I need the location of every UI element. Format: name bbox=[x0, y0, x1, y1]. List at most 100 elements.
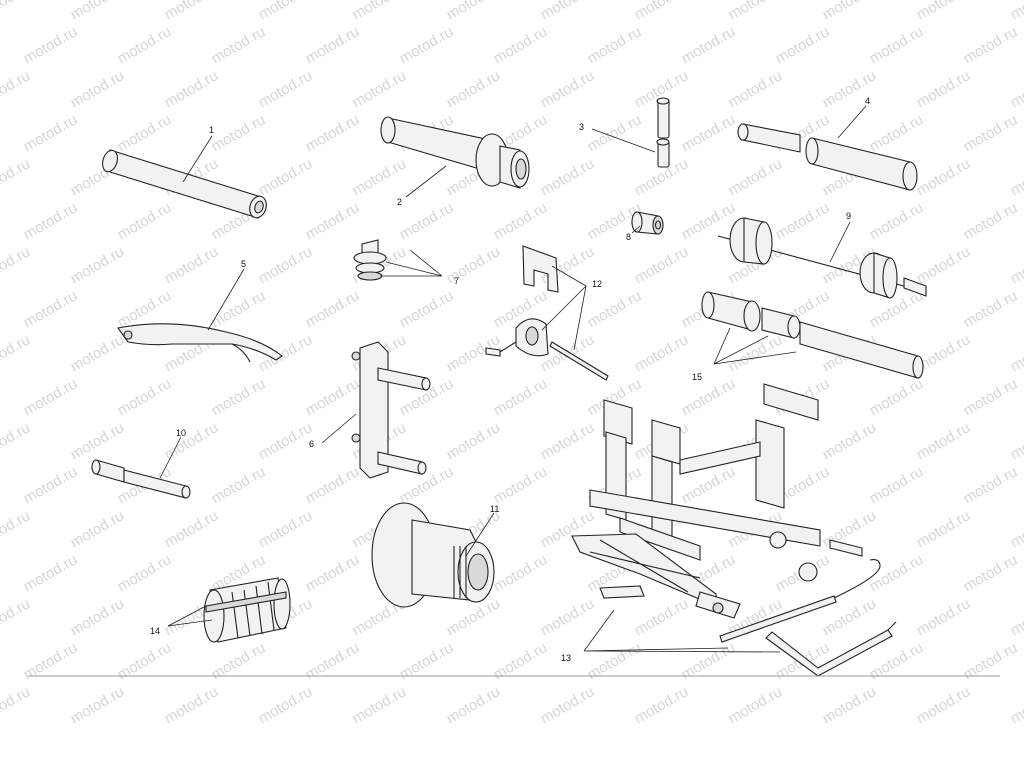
watermark-text: motod.ru bbox=[162, 243, 222, 287]
watermark-text: motod.ru bbox=[867, 639, 927, 683]
watermark-text: motod.ru bbox=[961, 287, 1021, 331]
callout-14: 14 bbox=[150, 626, 160, 636]
watermark-text: motod.ru bbox=[21, 639, 81, 683]
watermark-text: motod.ru bbox=[209, 111, 269, 155]
watermark-text: motod.ru bbox=[444, 683, 504, 727]
callout-9: 9 bbox=[846, 211, 851, 221]
watermark-text: motod.ru bbox=[115, 375, 175, 419]
watermark-text: motod.ru bbox=[397, 639, 457, 683]
part-8-small-sleeve bbox=[631, 211, 664, 235]
callout-1: 1 bbox=[209, 125, 214, 135]
callout-12: 12 bbox=[592, 279, 602, 289]
watermark-text: motod.ru bbox=[914, 243, 974, 287]
watermark-text: motod.ru bbox=[820, 419, 880, 463]
part-14-split-bushing bbox=[203, 577, 291, 643]
watermark-text: motod.ru bbox=[679, 23, 739, 67]
watermark-text: motod.ru bbox=[444, 419, 504, 463]
watermark-text: motod.ru bbox=[0, 419, 33, 463]
watermark-text: motod.ru bbox=[1008, 507, 1024, 551]
watermark-text: motod.ru bbox=[1008, 419, 1024, 463]
watermark-text: motod.ru bbox=[961, 551, 1021, 595]
watermark-text: motod.ru bbox=[162, 507, 222, 551]
watermark-text: motod.ru bbox=[1008, 595, 1024, 639]
watermark-text: motod.ru bbox=[115, 199, 175, 243]
watermark-text: motod.ru bbox=[444, 67, 504, 111]
callout-5: 5 bbox=[241, 259, 246, 269]
part-2-sleeve bbox=[380, 116, 530, 189]
watermark-text: motod.ru bbox=[585, 287, 645, 331]
watermark-text: motod.ru bbox=[773, 23, 833, 67]
watermark-text: motod.ru bbox=[397, 23, 457, 67]
watermark-text: motod.ru bbox=[162, 0, 222, 23]
watermark-text: motod.ru bbox=[68, 683, 128, 727]
watermark-text: motod.ru bbox=[491, 463, 551, 507]
callout-13: 13 bbox=[561, 653, 571, 663]
watermark-text: motod.ru bbox=[491, 639, 551, 683]
watermark-text: motod.ru bbox=[867, 111, 927, 155]
watermark-text: motod.ru bbox=[632, 331, 692, 375]
watermark-text: motod.ru bbox=[21, 551, 81, 595]
watermark-text: motod.ru bbox=[585, 111, 645, 155]
watermark-text: motod.ru bbox=[538, 155, 598, 199]
watermark-text: motod.ru bbox=[0, 507, 33, 551]
watermark-text: motod.ru bbox=[68, 0, 128, 23]
watermark-text: motod.ru bbox=[961, 199, 1021, 243]
part-6-plate-with-rods bbox=[351, 341, 431, 479]
watermark-text: motod.ru bbox=[115, 23, 175, 67]
watermark-text: motod.ru bbox=[1008, 0, 1024, 23]
watermark-text: motod.ru bbox=[538, 683, 598, 727]
watermark-text: motod.ru bbox=[914, 155, 974, 199]
watermark-text: motod.ru bbox=[397, 287, 457, 331]
callout-2: 2 bbox=[397, 197, 402, 207]
watermark-text: motod.ru bbox=[115, 639, 175, 683]
watermark-text: motod.ru bbox=[21, 375, 81, 419]
watermark-text: motod.ru bbox=[679, 111, 739, 155]
watermark-text: motod.ru bbox=[726, 67, 786, 111]
watermark-text: motod.ru bbox=[867, 199, 927, 243]
watermark-text: motod.ru bbox=[303, 23, 363, 67]
watermark-text: motod.ru bbox=[914, 0, 974, 23]
callout-15: 15 bbox=[692, 372, 702, 382]
watermark-text: motod.ru bbox=[0, 155, 33, 199]
watermark-text: motod.ru bbox=[209, 287, 269, 331]
watermark-text: motod.ru bbox=[68, 67, 128, 111]
callout-8: 8 bbox=[626, 232, 631, 242]
watermark-text: motod.ru bbox=[961, 375, 1021, 419]
watermark-text: motod.ru bbox=[914, 683, 974, 727]
part-11-bell-sleeve bbox=[371, 502, 495, 608]
part-15-bushing-shaft bbox=[701, 291, 924, 379]
watermark-text: motod.ru bbox=[256, 419, 316, 463]
watermark-text: motod.ru bbox=[961, 23, 1021, 67]
watermark-text: motod.ru bbox=[0, 67, 33, 111]
part-9-puller bbox=[717, 217, 927, 299]
watermark-text: motod.ru bbox=[867, 463, 927, 507]
watermark-text: motod.ru bbox=[350, 67, 410, 111]
watermark-text: motod.ru bbox=[256, 155, 316, 199]
callout-10: 10 bbox=[176, 428, 186, 438]
watermark-text: motod.ru bbox=[209, 463, 269, 507]
part-12-tool-set bbox=[485, 245, 609, 381]
watermark-text: motod.ru bbox=[961, 463, 1021, 507]
watermark-text: motod.ru bbox=[115, 111, 175, 155]
part-10-stepped-pin bbox=[91, 459, 191, 499]
watermark-text: motod.ru bbox=[115, 551, 175, 595]
callout-7: 7 bbox=[454, 276, 459, 286]
watermark-text: motod.ru bbox=[867, 375, 927, 419]
watermark-text: motod.ru bbox=[0, 0, 33, 23]
watermark-text: motod.ru bbox=[444, 243, 504, 287]
watermark-text: motod.ru bbox=[21, 23, 81, 67]
watermark-text: motod.ru bbox=[914, 67, 974, 111]
watermark-text: motod.ru bbox=[68, 595, 128, 639]
part-13-stand-and-jack bbox=[571, 383, 897, 677]
watermark-text: motod.ru bbox=[21, 287, 81, 331]
watermark-text: motod.ru bbox=[350, 683, 410, 727]
watermark-text: motod.ru bbox=[303, 111, 363, 155]
watermark-text: motod.ru bbox=[679, 375, 739, 419]
watermark-text: motod.ru bbox=[1008, 683, 1024, 727]
part-7-stud-washers bbox=[353, 239, 387, 281]
watermark-text: motod.ru bbox=[867, 23, 927, 67]
callout-3: 3 bbox=[579, 122, 584, 132]
watermark-text: motod.ru bbox=[820, 67, 880, 111]
